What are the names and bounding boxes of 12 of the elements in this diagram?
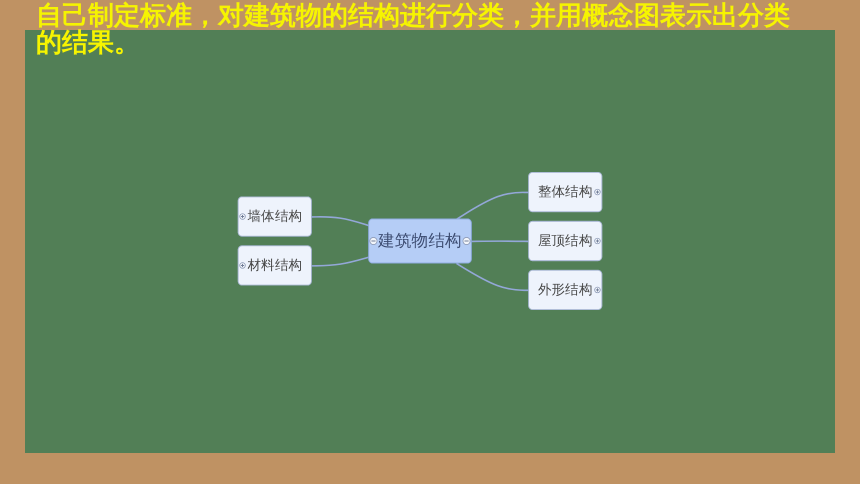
central-topic-box: 建筑物结构	[368, 218, 472, 264]
topic-box: 屋顶结构	[528, 220, 602, 262]
connector-line	[312, 216, 370, 226]
connector-line	[456, 192, 530, 220]
topic-box: 材料结构	[238, 245, 312, 286]
topic-box: 整体结构	[528, 172, 602, 212]
topic-box: 外形结构	[528, 270, 602, 310]
connector-line	[312, 256, 370, 267]
connector-line	[456, 262, 530, 292]
title: 自己制定标准，对建筑物的结构进行分类，并用概念图表示出分类的结果。	[36, 2, 791, 56]
connector-line	[472, 240, 530, 242]
topic-box: 墙体结构	[238, 196, 312, 237]
